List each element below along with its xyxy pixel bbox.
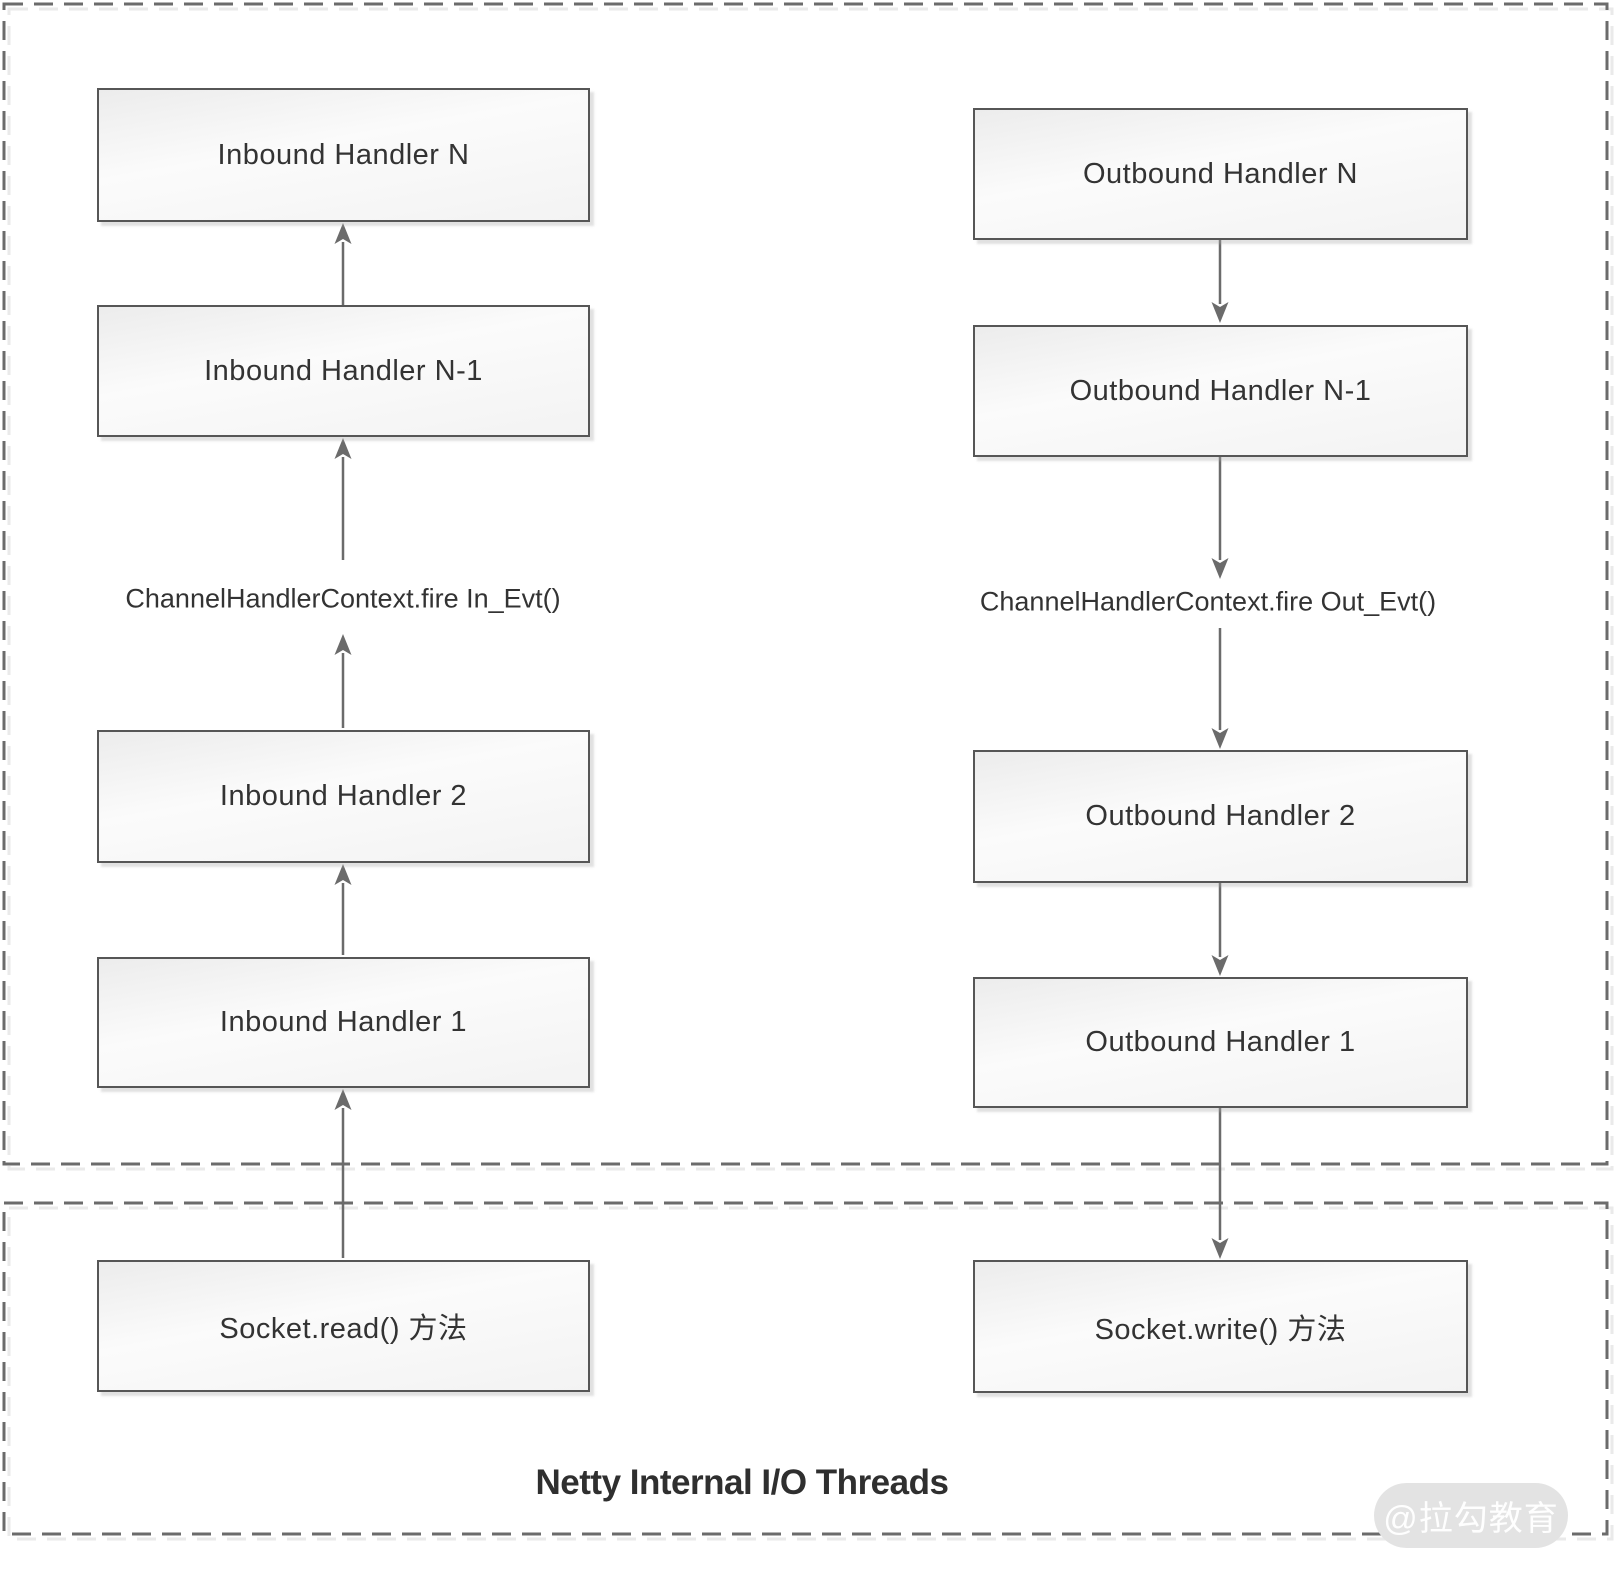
node-outbound-handler-2: Outbound Handler 2 bbox=[973, 750, 1468, 883]
node-inbound-handler-n-1: Inbound Handler N-1 bbox=[97, 305, 590, 437]
io-threads-region-border bbox=[2, 1201, 1609, 1536]
node-label: Inbound Handler 1 bbox=[219, 1006, 468, 1038]
outbound-event-label: ChannelHandlerContext.fire Out_Evt() bbox=[979, 586, 1437, 617]
watermark-text: @拉勾教育 bbox=[1383, 1500, 1559, 1538]
node-label: Inbound Handler 2 bbox=[219, 780, 468, 812]
node-outbound-handler-n: Outbound Handler N bbox=[973, 108, 1468, 240]
node-outbound-handler-n-1: Outbound Handler N-1 bbox=[973, 325, 1468, 457]
node-label: Outbound Handler N bbox=[1083, 157, 1358, 190]
node-label: Inbound Handler N bbox=[217, 138, 470, 171]
watermark-badge: @拉勾教育 bbox=[1374, 1483, 1568, 1548]
node-socket-read: Socket.read() 方法 bbox=[97, 1260, 590, 1392]
node-label: Outbound Handler 2 bbox=[1085, 800, 1356, 832]
node-outbound-handler-1: Outbound Handler 1 bbox=[973, 977, 1468, 1108]
node-label: Outbound Handler 1 bbox=[1085, 1026, 1356, 1058]
node-socket-write: Socket.write() 方法 bbox=[973, 1260, 1468, 1393]
outbound-flow-arrows bbox=[1211, 240, 1229, 1259]
node-label: Outbound Handler N-1 bbox=[1069, 374, 1372, 407]
io-threads-title: Netty Internal I/O Threads bbox=[535, 1463, 949, 1502]
node-label: Socket.write() 方法 bbox=[1094, 1313, 1347, 1346]
node-inbound-handler-2: Inbound Handler 2 bbox=[97, 730, 590, 863]
inbound-event-label: ChannelHandlerContext.fire In_Evt() bbox=[125, 583, 561, 614]
dashed-border-shadow bbox=[7, 7, 1614, 1541]
inbound-flow-arrows bbox=[334, 223, 352, 1258]
node-inbound-handler-1: Inbound Handler 1 bbox=[97, 957, 590, 1088]
node-inbound-handler-n: Inbound Handler N bbox=[97, 88, 590, 222]
node-label: Inbound Handler N-1 bbox=[204, 354, 483, 387]
node-label: Socket.read() 方法 bbox=[219, 1313, 468, 1345]
